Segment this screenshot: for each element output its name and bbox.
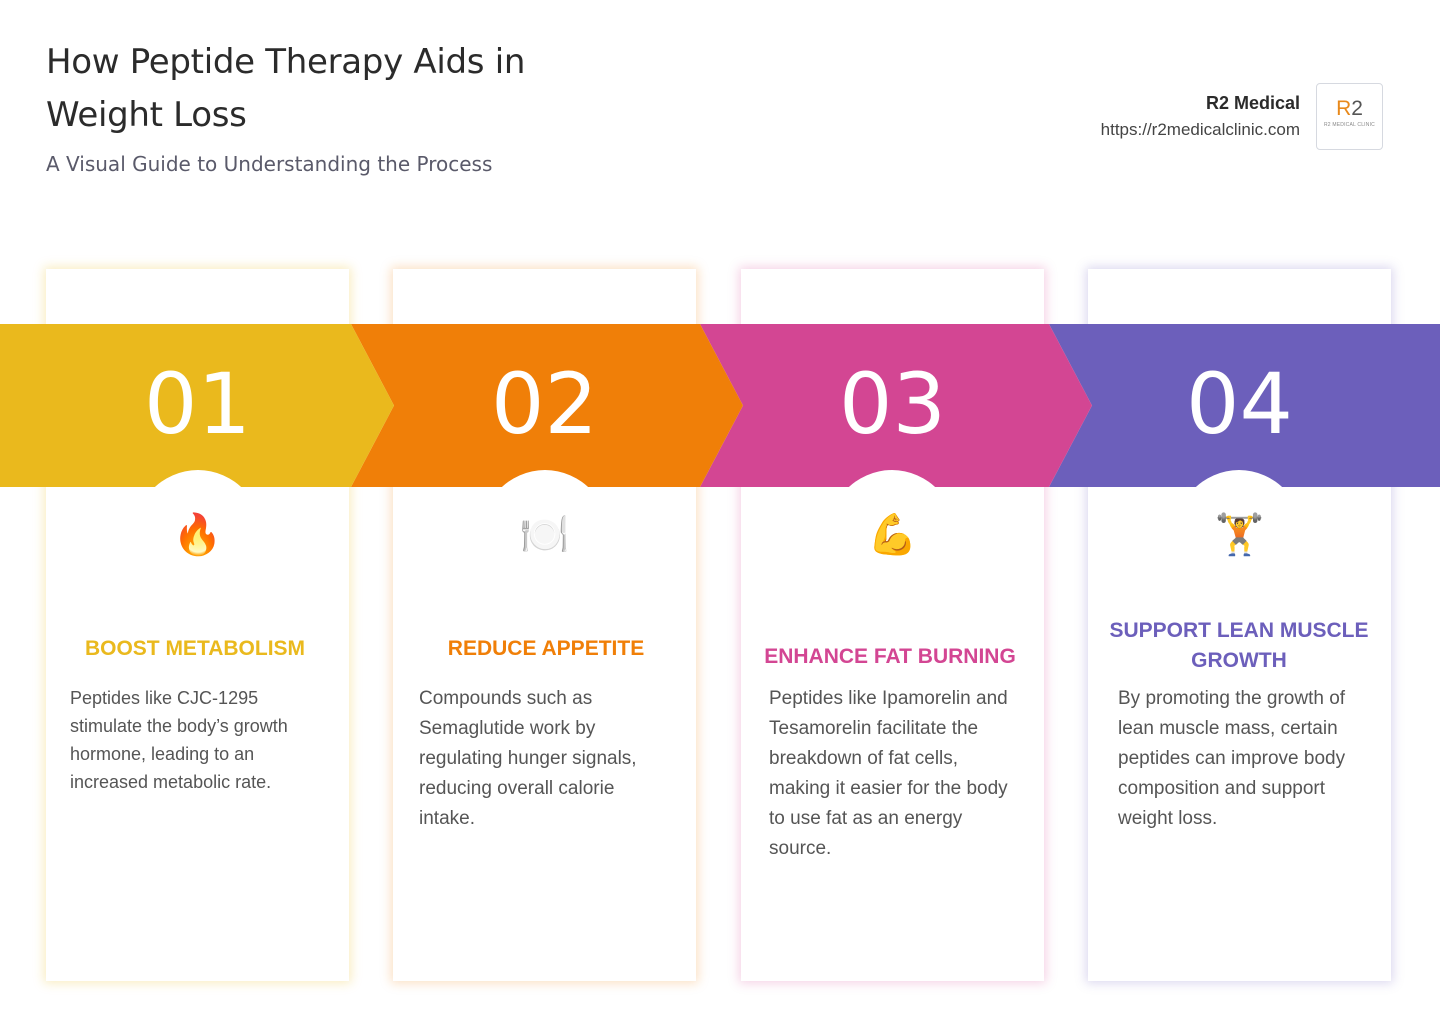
step-text-3: Peptides like Ipamorelin and Tesamorelin… [769, 688, 1008, 859]
step-number-4: 04 [1186, 355, 1293, 453]
step-heading-2: REDUCE APPETITE [447, 637, 645, 660]
icon-badge-2 [501, 470, 589, 487]
brand-name: R2 Medical [1205, 93, 1300, 113]
step-chevron-band [0, 324, 1440, 487]
chevron-segment-2 [351, 324, 743, 487]
brand-block: R2 Medical https://r2medicalclinic.com [1101, 90, 1300, 143]
weightlifter-icon: 🏋️ [1214, 513, 1265, 557]
logo-subtext: R2 MEDICAL CLINIC [1323, 122, 1375, 128]
brand-url[interactable]: https://r2medicalclinic.com [1100, 120, 1300, 139]
logo-mark: R2 [1336, 97, 1363, 120]
chevron-segment-3 [700, 324, 1092, 487]
brand-logo: R2 R2 MEDICAL CLINIC [1316, 83, 1383, 150]
step-heading-3: ENHANCE FAT BURNING [764, 645, 1016, 668]
chevron-segment-4 [1049, 324, 1440, 487]
step-heading-1: BOOST METABOLISM [84, 637, 306, 660]
step-number-2: 02 [491, 355, 598, 453]
step-text-1: Peptides like CJC-1295 stimulate the bod… [70, 688, 288, 792]
step-text-2: Compounds such as Semaglutide work by re… [419, 688, 637, 829]
page-subtitle: A Visual Guide to Understanding the Proc… [46, 152, 493, 176]
step-number-1: 01 [144, 355, 251, 453]
fire-icon: 🔥 [172, 513, 223, 557]
icon-badge-1 [154, 470, 242, 487]
step-heading-4: SUPPORT LEAN MUSCLE GROWTH [1109, 619, 1369, 672]
icon-badge-3 [848, 470, 936, 487]
page-title: How Peptide Therapy Aids in Weight Loss [46, 42, 526, 135]
plate-icon: 🍽️ [519, 513, 570, 557]
chevron-segment-1 [0, 324, 394, 487]
icon-badge-4 [1195, 470, 1283, 487]
step-text-4: By promoting the growth of lean muscle m… [1118, 688, 1346, 829]
step-number-3: 03 [839, 355, 946, 453]
flexed-bicep-icon: 💪 [867, 513, 918, 557]
